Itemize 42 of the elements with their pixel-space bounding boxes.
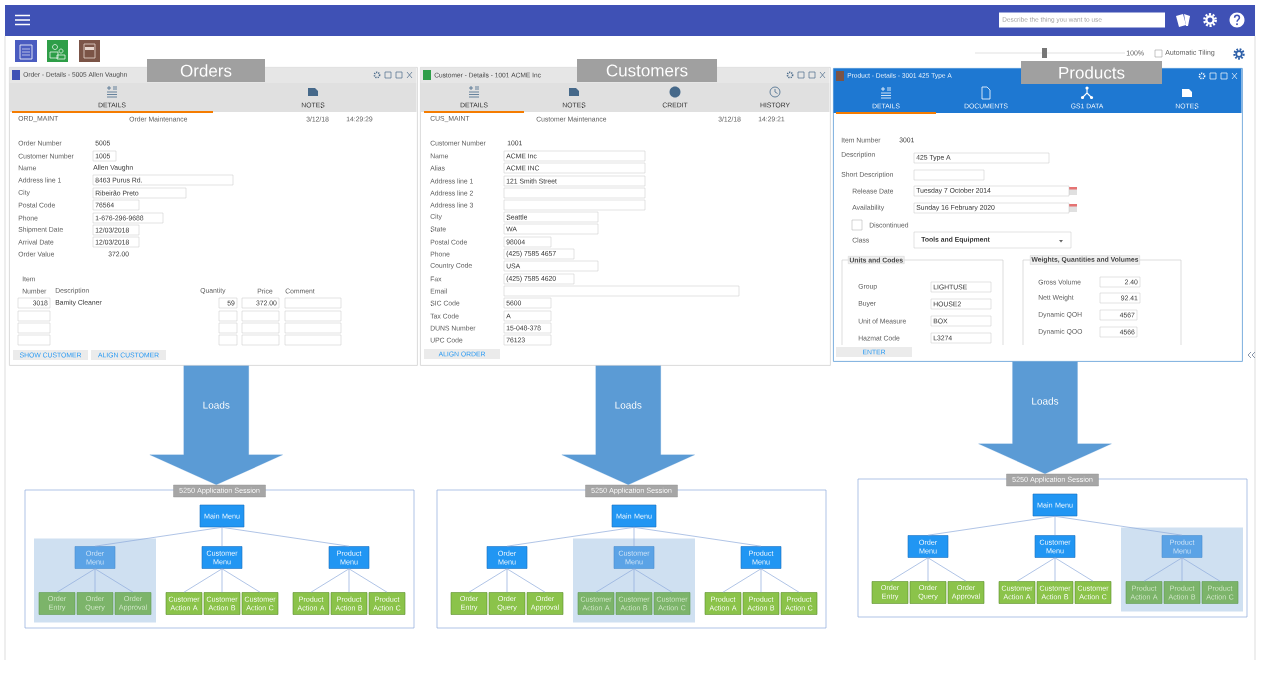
block-arrow <box>978 361 1112 474</box>
block-arrow <box>149 365 283 485</box>
connector-line <box>506 568 546 593</box>
section-banner: Customers <box>577 59 717 82</box>
connector-line <box>633 526 762 547</box>
connector-line <box>1054 557 1056 582</box>
connector-line <box>56 568 96 593</box>
connector-line <box>633 526 635 547</box>
connector-line <box>760 568 762 593</box>
connector-line <box>348 568 388 593</box>
connector-line <box>183 568 223 593</box>
connector-line <box>310 568 350 593</box>
connector-line <box>221 526 223 547</box>
connector-line <box>348 568 350 593</box>
connector-line <box>506 568 508 593</box>
connector-line <box>1016 557 1056 582</box>
section-banner: Orders <box>147 59 265 82</box>
connector-line <box>221 568 261 593</box>
connector-line <box>722 568 762 593</box>
block-arrow <box>561 365 695 485</box>
connector-line <box>506 526 635 547</box>
connector-line <box>633 568 673 593</box>
connector-line <box>889 557 929 582</box>
connector-line <box>760 568 800 593</box>
edge-label: Loads <box>1030 396 1060 406</box>
connector-line <box>94 526 223 547</box>
connector-line <box>1181 557 1221 582</box>
connector-line <box>1143 557 1183 582</box>
connector-line <box>927 557 929 582</box>
connector-line <box>927 515 1056 536</box>
connector-line <box>927 557 967 582</box>
connector-line <box>468 568 508 593</box>
connector-line <box>595 568 635 593</box>
connector-line <box>94 568 134 593</box>
connector-line <box>1054 557 1094 582</box>
connector-line <box>1054 515 1183 536</box>
section-banner: Products <box>1021 61 1162 84</box>
connector-line <box>1054 515 1056 536</box>
edge-label: Loads <box>201 400 231 410</box>
connector-line <box>221 526 350 547</box>
edge-label: Loads <box>613 400 643 410</box>
connector-line <box>221 568 223 593</box>
